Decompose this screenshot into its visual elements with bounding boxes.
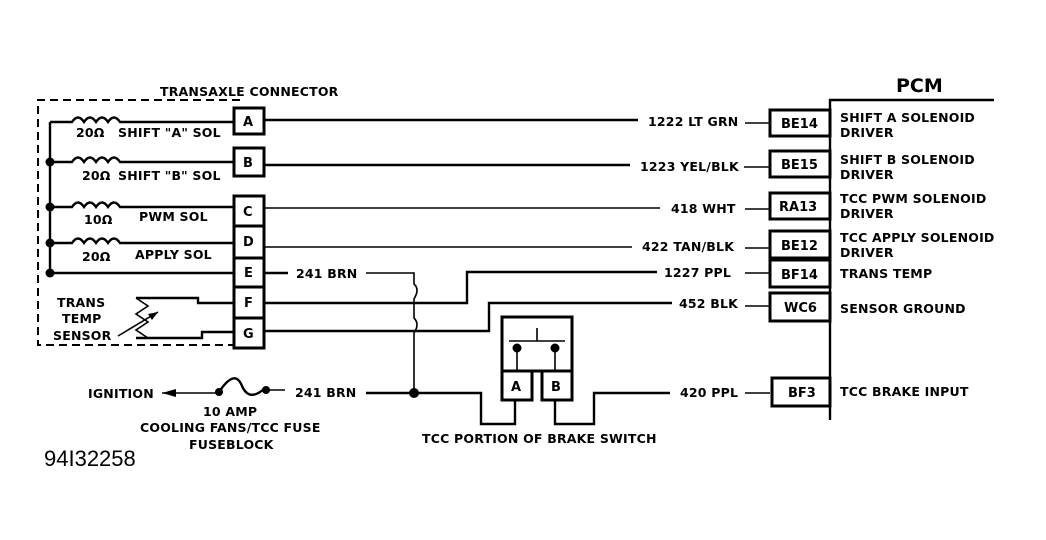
circuit-label: 1222 LT GRN — [648, 114, 738, 129]
junction-dot — [409, 388, 419, 398]
connector-pin-a: A — [232, 106, 266, 136]
pin-e: E — [244, 266, 253, 281]
shift-a-solenoid — [50, 116, 234, 125]
svg-text:BE14: BE14 — [781, 117, 818, 132]
transaxle-enclosure — [37, 99, 240, 346]
wire-420 — [553, 391, 670, 426]
wire-241-brn-crossover — [366, 272, 418, 393]
circuit-label: 452 BLK — [679, 296, 739, 311]
component-label: PWM SOL — [139, 209, 208, 224]
svg-text:RA13: RA13 — [779, 200, 817, 215]
pcm-function-label: TCC APPLY SOLENOID — [840, 230, 995, 245]
pcm-title: PCM — [896, 75, 943, 97]
ignition-label: IGNITION — [88, 386, 154, 401]
pcm-function-label: TCC BRAKE INPUT — [840, 384, 969, 399]
arrow-left-icon — [162, 389, 176, 397]
sensor-label: SENSOR — [53, 328, 112, 343]
transaxle-connector-title: TRANSAXLE CONNECTOR — [160, 84, 339, 99]
svg-text:BF14: BF14 — [781, 268, 818, 283]
sensor-label: TRANS — [57, 295, 105, 310]
component-label: SHIFT "A" SOL — [118, 125, 221, 140]
component-label: APPLY SOL — [135, 247, 212, 262]
circuit-label: 420 PPL — [680, 385, 738, 400]
pcm-terminal-bf3: BF3 — [770, 376, 832, 408]
resistance-label: 20Ω — [82, 249, 111, 264]
circuit-label: 418 WHT — [671, 201, 736, 216]
pin-d: D — [243, 235, 254, 250]
connector-pins-c-g: C D E F G — [232, 194, 266, 350]
resistance-label: 20Ω — [82, 168, 111, 183]
switch-terminal-a: A — [511, 380, 521, 395]
brake-switch-label: TCC PORTION OF BRAKE SWITCH — [422, 431, 657, 446]
svg-text:BE12: BE12 — [781, 239, 818, 254]
fuse-icon — [215, 377, 270, 396]
component-label: SHIFT "B" SOL — [118, 168, 221, 183]
pcm-function-label: SHIFT B SOLENOID — [840, 152, 975, 167]
pcm-function-label: DRIVER — [840, 245, 894, 260]
resistance-label: 20Ω — [76, 125, 105, 140]
apply-solenoid — [50, 237, 234, 246]
pcm-function-label: DRIVER — [840, 125, 894, 140]
sensor-label: TEMP — [62, 311, 101, 326]
pcm-terminal-be14: BE14 — [768, 108, 832, 138]
pcm-function-label: SENSOR GROUND — [840, 301, 966, 316]
tcc-brake-switch: A B — [500, 315, 574, 402]
wire-241-brn-to-switch-a — [366, 391, 517, 426]
pcm-boundary — [828, 98, 994, 420]
wire-1227 — [264, 270, 657, 305]
svg-text:A: A — [243, 115, 253, 130]
fuse-label: 10 AMP — [203, 404, 257, 419]
pcm-function-label: DRIVER — [840, 167, 894, 182]
pwm-solenoid — [50, 201, 234, 210]
pin-f: F — [244, 296, 253, 311]
fuse-label: COOLING FANS/TCC FUSE — [140, 420, 321, 435]
pin-g: G — [243, 327, 254, 342]
pcm-function-label: SHIFT A SOLENOID — [840, 110, 975, 125]
svg-text:B: B — [243, 156, 253, 171]
pin-c: C — [243, 205, 253, 220]
pcm-terminal-wc6: WC6 — [768, 291, 832, 323]
pcm-terminal-be12: BE12 — [768, 229, 832, 260]
pcm-function-label: TCC PWM SOLENOID — [840, 191, 986, 206]
svg-text:BE15: BE15 — [781, 158, 818, 173]
fuse-label: FUSEBLOCK — [189, 437, 275, 452]
circuit-label: 422 TAN/BLK — [642, 239, 735, 254]
pcm-function-label: DRIVER — [840, 206, 894, 221]
shift-b-solenoid — [50, 156, 234, 165]
resistance-label: 10Ω — [84, 212, 113, 227]
pcm-terminal-be15: BE15 — [768, 149, 832, 179]
pcm-terminal-bf14: BF14 — [768, 258, 832, 289]
pcm-function-label: TRANS TEMP — [840, 266, 932, 281]
connector-pin-b: B — [232, 146, 266, 178]
svg-text:BF3: BF3 — [788, 386, 816, 401]
figure-id: 94I32258 — [44, 446, 136, 471]
circuit-label: 1227 PPL — [664, 265, 731, 280]
pcm-terminal-ra13: RA13 — [768, 191, 832, 221]
circuit-label-241-brn: 241 BRN — [296, 266, 357, 281]
trans-temp-sensor — [117, 296, 234, 340]
svg-text:WC6: WC6 — [784, 301, 817, 316]
switch-terminal-b: B — [551, 380, 561, 395]
wire-452 — [264, 301, 672, 333]
circuit-label: 1223 YEL/BLK — [640, 159, 740, 174]
circuit-label-241-brn-feed: 241 BRN — [295, 385, 356, 400]
